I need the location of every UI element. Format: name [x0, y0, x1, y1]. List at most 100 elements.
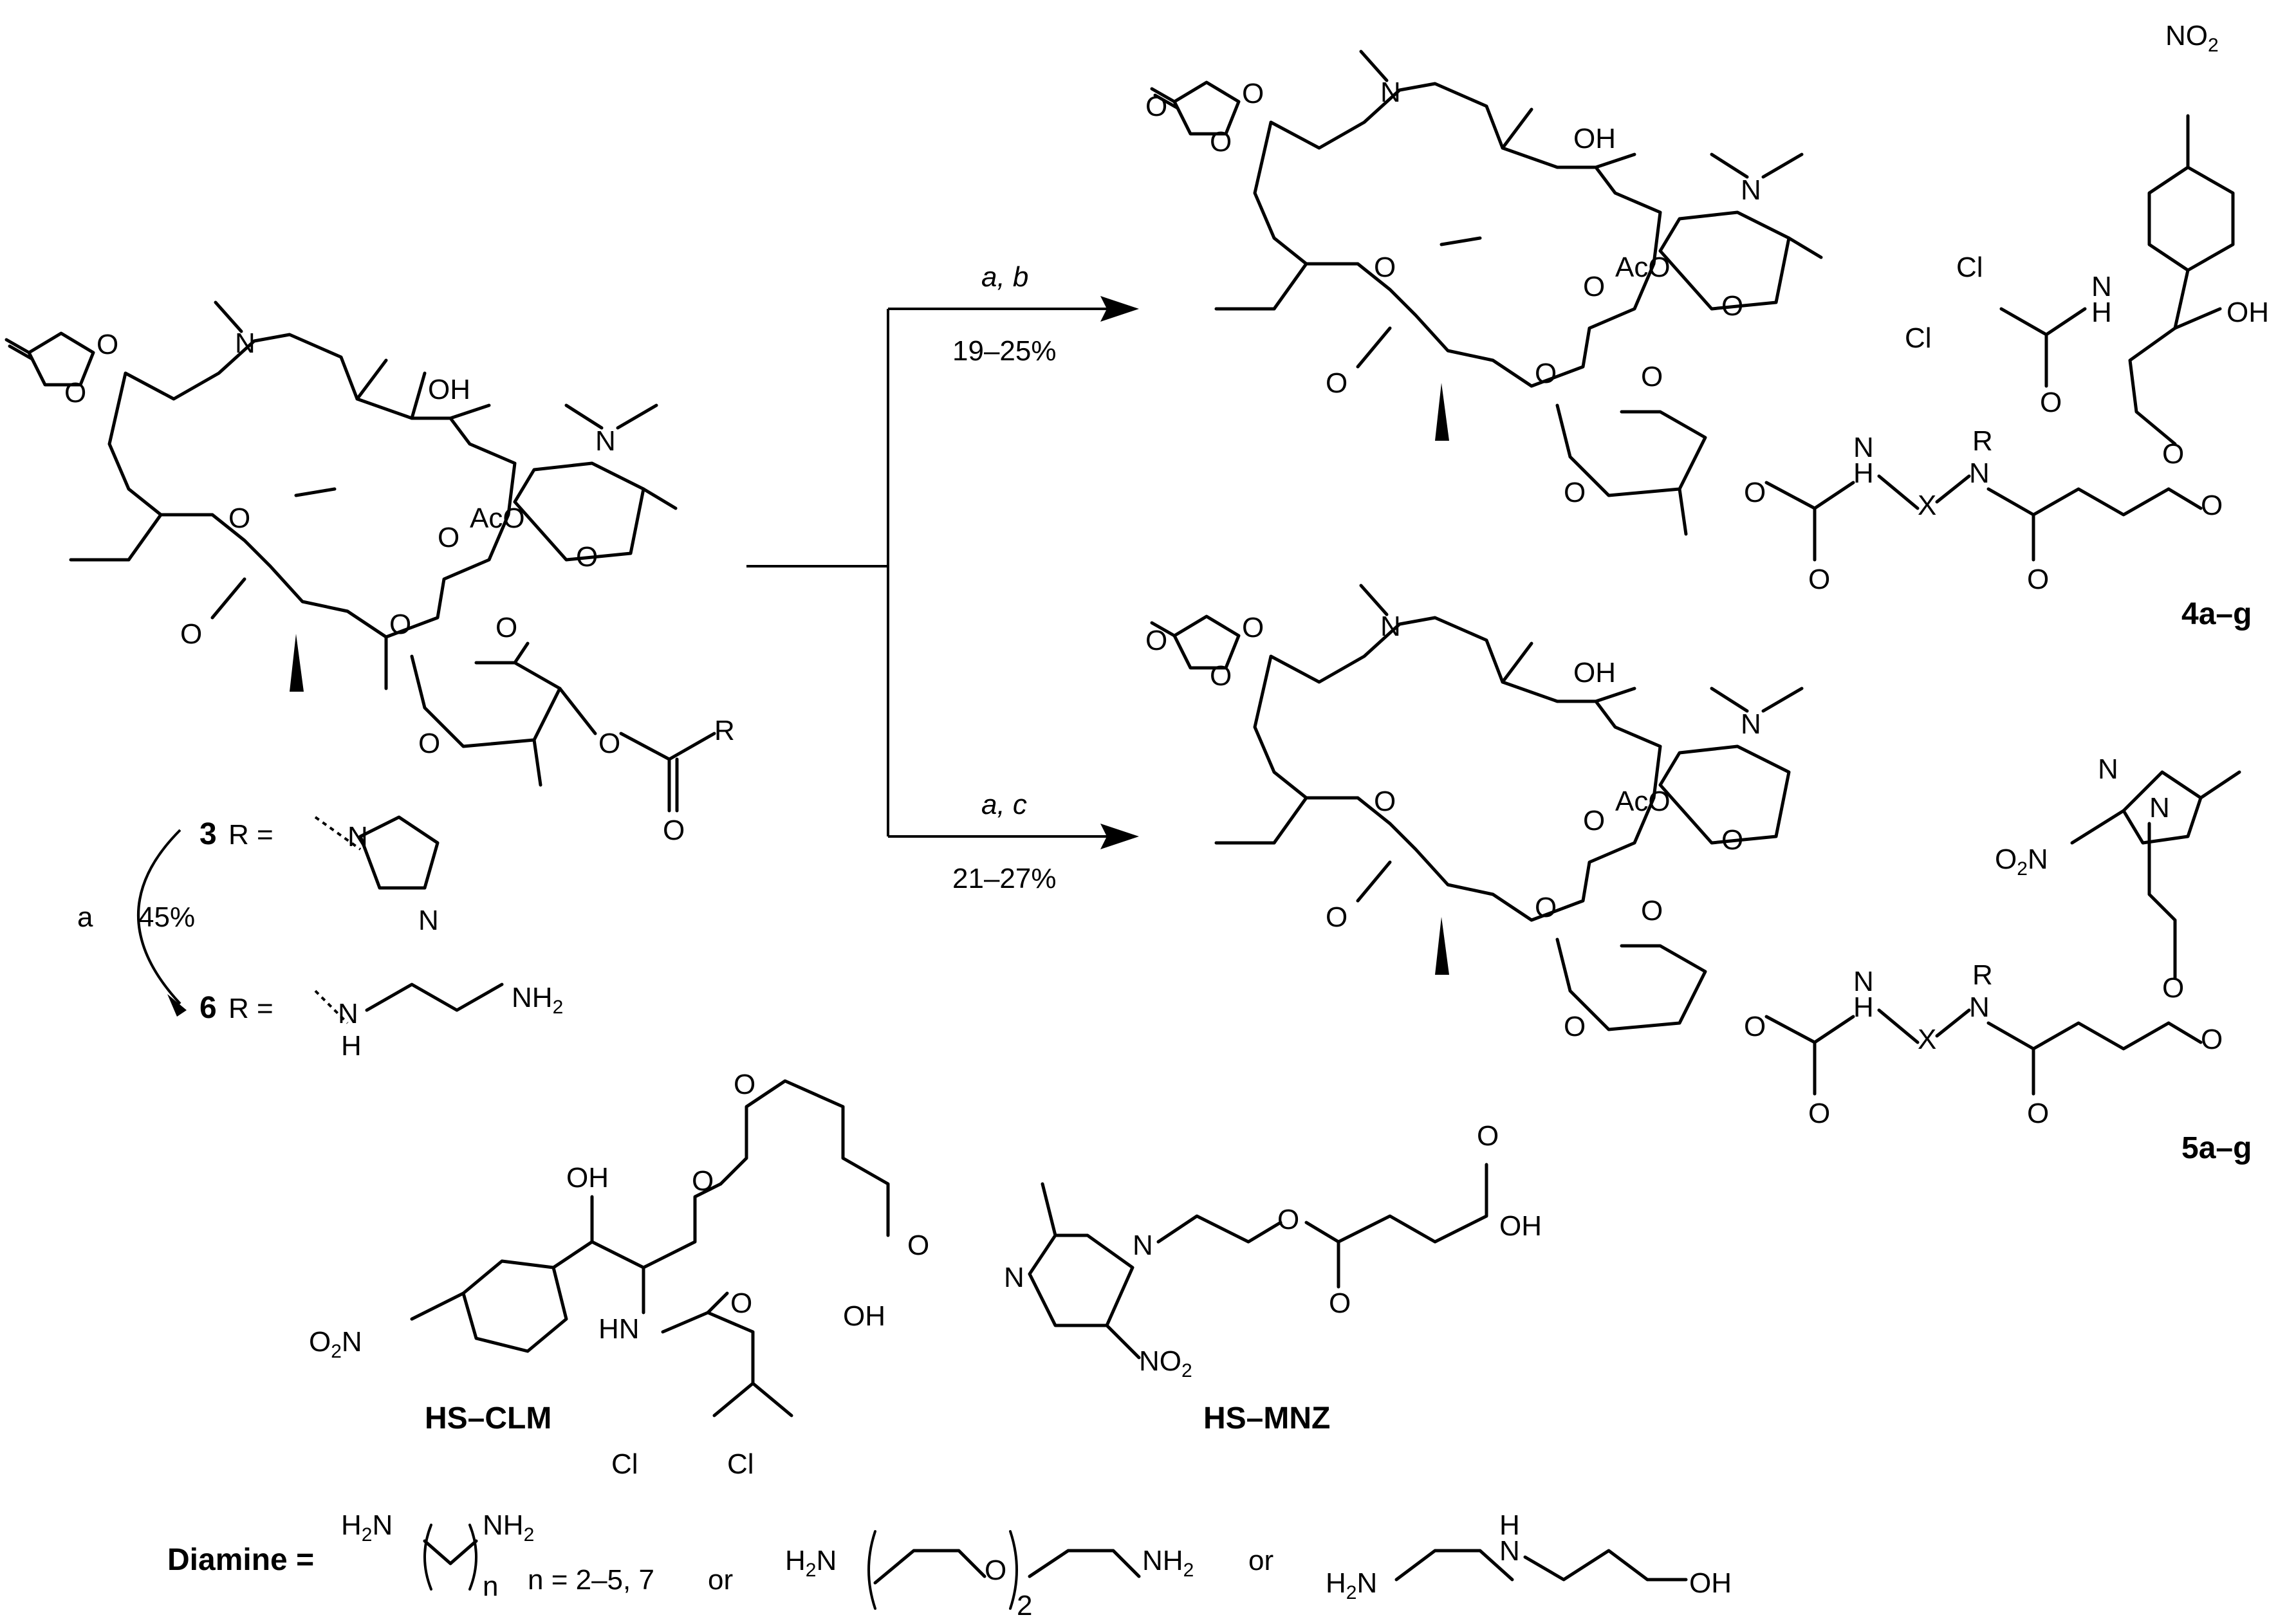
branch-arrows: a, b 19–25% a, c 21–27% [746, 261, 1139, 894]
atom-n: N [1004, 1262, 1024, 1293]
atom-n: N [1133, 1230, 1153, 1261]
yield-label-top: 19–25% [952, 335, 1056, 367]
atom-cl: Cl [611, 1448, 638, 1480]
compound-label: HS–CLM [425, 1401, 551, 1435]
atom-n: N [1499, 1535, 1520, 1567]
atom-o: O [1374, 786, 1396, 817]
atom-o: O [1744, 477, 1766, 508]
atom-n: N [2098, 753, 2118, 785]
atom-nh2: NH2 [512, 982, 563, 1018]
atom-o: O [1564, 477, 1586, 508]
atom-o: O [418, 728, 440, 759]
atom-o: O [985, 1555, 1006, 1586]
atom-o: O [2162, 972, 2184, 1004]
yield-label: 45% [138, 901, 195, 933]
atom-oh: OH [2227, 297, 2269, 328]
atom-o: O [1242, 78, 1264, 109]
atom-oh: OH [843, 1300, 885, 1332]
compound-label: 6 [199, 991, 217, 1025]
compound-3: 3 R = N N [199, 815, 440, 936]
atom-o: O [663, 815, 685, 846]
atom-h: H [2091, 297, 2112, 328]
yield-label-bottom: 21–27% [952, 863, 1056, 894]
atom-h: H [1499, 1509, 1520, 1541]
atom-oh: OH [1573, 657, 1616, 688]
atom-o: O [438, 522, 459, 553]
atom-o: O [495, 612, 517, 643]
atom-n: N [2091, 271, 2112, 302]
atom-o: O [2201, 490, 2223, 521]
atom-o: O [2027, 564, 2049, 595]
r-equals: R = [228, 993, 273, 1024]
atom-o: O [1808, 1098, 1830, 1129]
atom-h: H [1853, 457, 1874, 489]
atom-h2n: H2N [785, 1545, 837, 1581]
atom-no2: NO2 [2165, 20, 2219, 56]
atom-nh2: NH2 [1142, 1545, 1194, 1581]
atom-o: O [1477, 1120, 1499, 1152]
atom-n: N [1741, 708, 1761, 740]
atom-oh: OH [566, 1162, 609, 1194]
atom-n: N [347, 821, 368, 853]
or-label: or [708, 1564, 733, 1596]
subscript-n: n [483, 1571, 498, 1602]
hs-clm-structure: OH O O O OH O2N HN O Cl Cl HS–CLM [309, 1069, 929, 1480]
atom-o: O [576, 541, 598, 573]
product-5: O O O N OH O O AcO O N O O O O O O H N X [1145, 584, 2252, 1165]
atom-hn: HN [598, 1313, 640, 1345]
compound-label: 5a–g [2181, 1131, 2252, 1165]
atom-nh2: NH2 [483, 1509, 534, 1546]
atom-o: O [1641, 895, 1663, 927]
atom-o: O [1721, 290, 1743, 322]
atom-aco: AcO [470, 503, 525, 534]
diamine-definitions: Diamine = H2N NH2 n n = 2–5, 7 or H2N O … [167, 1509, 1732, 1621]
atom-o: O [64, 377, 86, 409]
atom-cl: Cl [727, 1448, 754, 1480]
atom-o: O [1145, 91, 1167, 122]
subscript-2: 2 [1017, 1590, 1032, 1621]
atom-o: O [1744, 1011, 1766, 1042]
atom-n: N [338, 998, 358, 1029]
atom-aco: AcO [1615, 252, 1671, 283]
atom-n: N [1969, 457, 1990, 489]
atom-o: O [1583, 805, 1605, 836]
atom-o: O [1535, 892, 1557, 923]
hs-mnz-structure: N N NO2 O O O OH HS–MNZ [1004, 1120, 1542, 1435]
atom-o: O [1535, 358, 1557, 389]
atom-o: O [228, 503, 250, 534]
atom-oh: OH [1573, 123, 1616, 154]
product-4: O O O N OH O O AcO O N O O O O O O H [1145, 20, 2269, 631]
atom-n: N [1380, 77, 1401, 108]
compound-label: 4a–g [2181, 597, 2252, 631]
atom-o: O [97, 329, 118, 360]
atom-oh: OH [1689, 1567, 1732, 1599]
reagent-label: a [77, 901, 93, 933]
atom-h: H [1853, 992, 1874, 1023]
atom-cl: Cl [1956, 252, 1983, 283]
atom-r: R [1972, 425, 1993, 457]
atom-oh: OH [428, 374, 470, 405]
atom-o: O [1145, 625, 1167, 656]
compound-6: 6 R = N H NH2 [199, 982, 563, 1062]
atom-aco: AcO [1615, 786, 1671, 817]
atom-o: O [730, 1287, 752, 1319]
atom-x: X [1918, 1024, 1936, 1055]
atom-o: O [1329, 1287, 1351, 1319]
atom-o: O [907, 1230, 929, 1261]
atom-o: O [1374, 252, 1396, 283]
atom-r: R [714, 715, 735, 746]
compound-label: 3 [199, 817, 217, 851]
starting-macrolide: O O N OH O O AcO O N O O O O [5, 300, 735, 846]
atom-n: N [1853, 432, 1874, 463]
atom-o: O [734, 1069, 755, 1100]
atom-n: N [235, 328, 255, 359]
atom-h2n: H2N [1326, 1567, 1377, 1603]
atom-oh: OH [1499, 1210, 1542, 1242]
atom-o: O [692, 1165, 714, 1197]
compound-label: HS–MNZ [1203, 1401, 1330, 1435]
or-label: or [1248, 1545, 1273, 1576]
atom-h2n: H2N [341, 1509, 393, 1546]
atom-o: O [1277, 1204, 1299, 1235]
atom-o2n: O2N [1995, 844, 2048, 880]
